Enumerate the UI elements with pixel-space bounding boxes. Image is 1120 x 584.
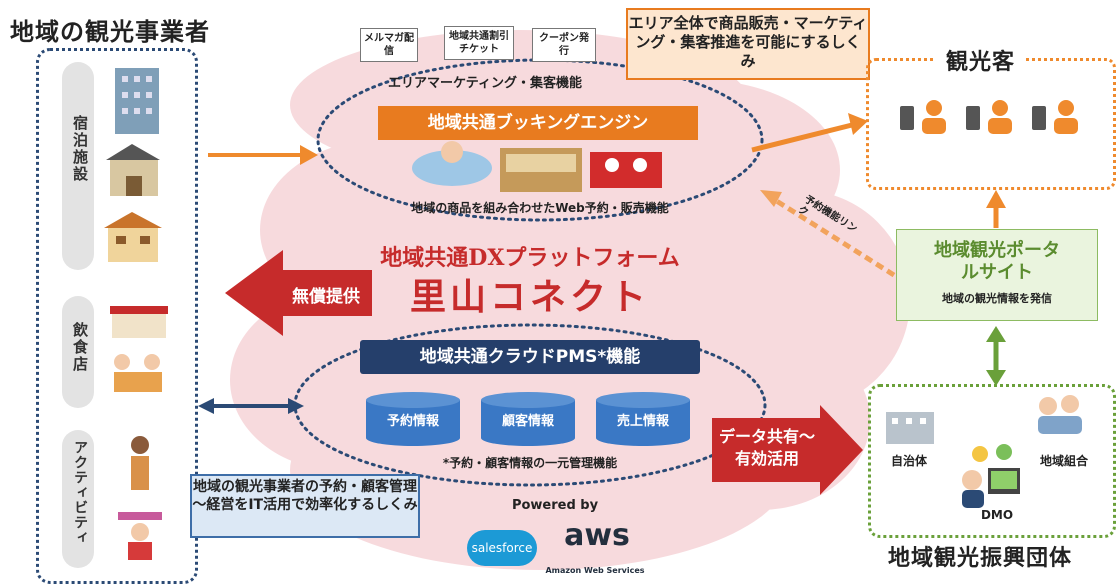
db-cylinders [366, 392, 690, 446]
portal-caption: 地域の観光情報を発信 [942, 292, 1052, 305]
data-share-label: データ共有～有効活用 [718, 427, 815, 468]
data-share-arrow [712, 405, 863, 495]
inn-icon [104, 212, 162, 262]
free-provision-arrow [225, 250, 372, 336]
tag-coupon: クーポン発行 [532, 28, 596, 62]
booking-engine-bar: 地域共通ブッキングエンジン [378, 106, 698, 140]
lodging-pill [62, 62, 94, 270]
portal-title: 地域観光ポータルサイト [934, 240, 1060, 283]
tag-discount-ticket: 地域共通割引チケット [444, 26, 514, 60]
org-box [868, 384, 1116, 538]
tourist-icons [900, 100, 1078, 134]
restaurant-icon [110, 306, 168, 392]
lodging-label: 宿泊施設 [71, 115, 89, 183]
hotel-icon [115, 68, 159, 134]
ryokan-icon [106, 144, 160, 196]
association-icon [1038, 395, 1082, 434]
free-provision-label: 無償提供 [292, 287, 360, 307]
arrow-booking-to-tourists [751, 122, 853, 153]
org-association: 地域組合 [1039, 454, 1088, 468]
salesforce-logo: salesforce [467, 530, 537, 566]
activity-pill [62, 430, 94, 568]
booking-caption: 地域の商品を組み合わせたWeb予約・販売機能 [411, 201, 669, 215]
area-marketing-label: エリアマーケティング・集客機能 [388, 76, 582, 91]
booking-images [412, 141, 662, 192]
powered-by-label: Powered by [511, 498, 599, 513]
tag-mail-magazine: メルマガ配信 [360, 28, 418, 62]
pms-item-sales: 売上情報 [616, 414, 669, 429]
pms-item-reservation: 予約情報 [386, 414, 439, 429]
portal-box: 地域観光ポータルサイト 地域の観光情報を発信 [896, 229, 1098, 321]
pms-item-customer: 顧客情報 [501, 414, 554, 429]
tourists-box [866, 58, 1116, 190]
platform-subtitle: 地域共通DXプラットフォーム [380, 245, 680, 271]
aws-logo: aws [564, 518, 630, 553]
org-title: 地域観光振興団体 [884, 540, 1077, 572]
dmo-icon [962, 444, 1020, 508]
municipality-icon [886, 412, 934, 444]
operators-title: 地域の観光事業者 [10, 18, 210, 46]
pms-title-bar: 地域共通クラウドPMS*機能 [360, 340, 700, 374]
callout-bottom: 地域の観光事業者の予約・顧客管理～経営をIT活用で効率化するしくみ [190, 474, 420, 538]
org-dmo: DMO [980, 508, 1014, 522]
tourists-title: 観光客 [936, 44, 1026, 76]
org-municipality: 自治体 [890, 454, 927, 468]
activity-label: アクティビティ [72, 440, 88, 545]
activity-icon [118, 436, 162, 560]
callout-top: エリア全体で商品販売・マーケティング・集客推進を可能にするしくみ [626, 8, 870, 80]
aws-subtitle: Amazon Web Services [545, 566, 645, 575]
pms-note: *予約・顧客情報の一元管理機能 [442, 456, 618, 470]
food-label: 飲食店 [71, 322, 89, 373]
platform-name: 里山コネクト [409, 276, 650, 318]
operators-box [36, 48, 198, 584]
food-pill [62, 296, 94, 408]
